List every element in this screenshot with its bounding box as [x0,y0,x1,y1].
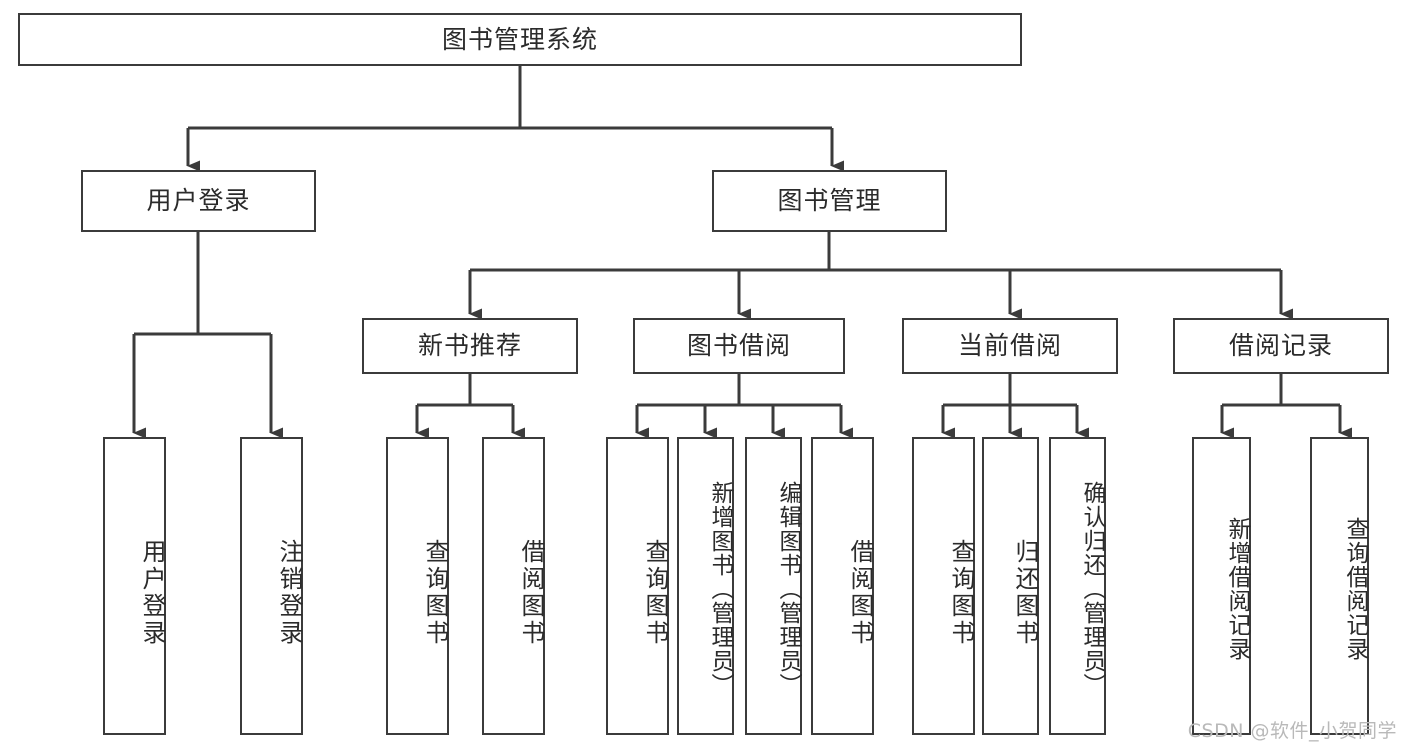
leaf-edit-book-admin[interactable]: 编辑图书（管理员） [745,437,802,735]
leaf-add-book-admin[interactable]: 新增图书（管理员） [677,437,734,735]
node-label: 查询图书 [947,539,975,647]
node-book-borrow[interactable]: 图书借阅 [633,318,845,374]
node-label: 确认归还（管理员） [1079,481,1105,697]
node-book-management[interactable]: 图书管理 [712,170,947,232]
leaf-borrow-books-recommend[interactable]: 借阅图书 [482,437,545,735]
node-label: 借阅记录 [1228,331,1333,361]
leaf-logout-login[interactable]: 注销登录 [240,437,303,735]
node-label: 查询借阅记录 [1342,517,1368,661]
node-label: 新书推荐 [417,331,522,361]
node-new-book-recommend[interactable]: 新书推荐 [362,318,578,374]
node-label: 借阅图书 [517,539,545,647]
node-label: 图书借阅 [686,331,791,361]
node-label: 编辑图书（管理员） [775,481,801,697]
leaf-query-books-borrow[interactable]: 查询图书 [606,437,669,735]
node-label: 用户登录 [146,186,251,216]
node-label: 图书管理系统 [441,24,598,54]
leaf-query-borrow-record[interactable]: 查询借阅记录 [1310,437,1369,735]
leaf-confirm-return-admin[interactable]: 确认归还（管理员） [1049,437,1106,735]
node-label: 新增图书（管理员） [707,481,733,697]
node-label: 归还图书 [1011,539,1039,647]
node-label: 当前借阅 [957,331,1062,361]
node-label: 新增借阅记录 [1224,517,1250,661]
watermark-text: CSDN @软件_小贺同学 [1187,720,1397,742]
node-label: 查询图书 [421,539,449,647]
leaf-query-books-recommend[interactable]: 查询图书 [386,437,449,735]
node-label: 用户登录 [138,539,166,647]
leaf-borrow-books-borrow[interactable]: 借阅图书 [811,437,874,735]
node-root-book-management-system[interactable]: 图书管理系统 [18,13,1022,66]
leaf-query-books-current[interactable]: 查询图书 [912,437,975,735]
node-label: 查询图书 [641,539,669,647]
node-label: 注销登录 [275,539,303,647]
node-user-login[interactable]: 用户登录 [81,170,316,232]
leaf-return-books[interactable]: 归还图书 [982,437,1039,735]
node-borrow-record[interactable]: 借阅记录 [1173,318,1389,374]
leaf-user-login[interactable]: 用户登录 [103,437,166,735]
leaf-add-borrow-record[interactable]: 新增借阅记录 [1192,437,1251,735]
node-label: 图书管理 [777,186,882,216]
node-label: 借阅图书 [846,539,874,647]
node-current-borrow[interactable]: 当前借阅 [902,318,1118,374]
